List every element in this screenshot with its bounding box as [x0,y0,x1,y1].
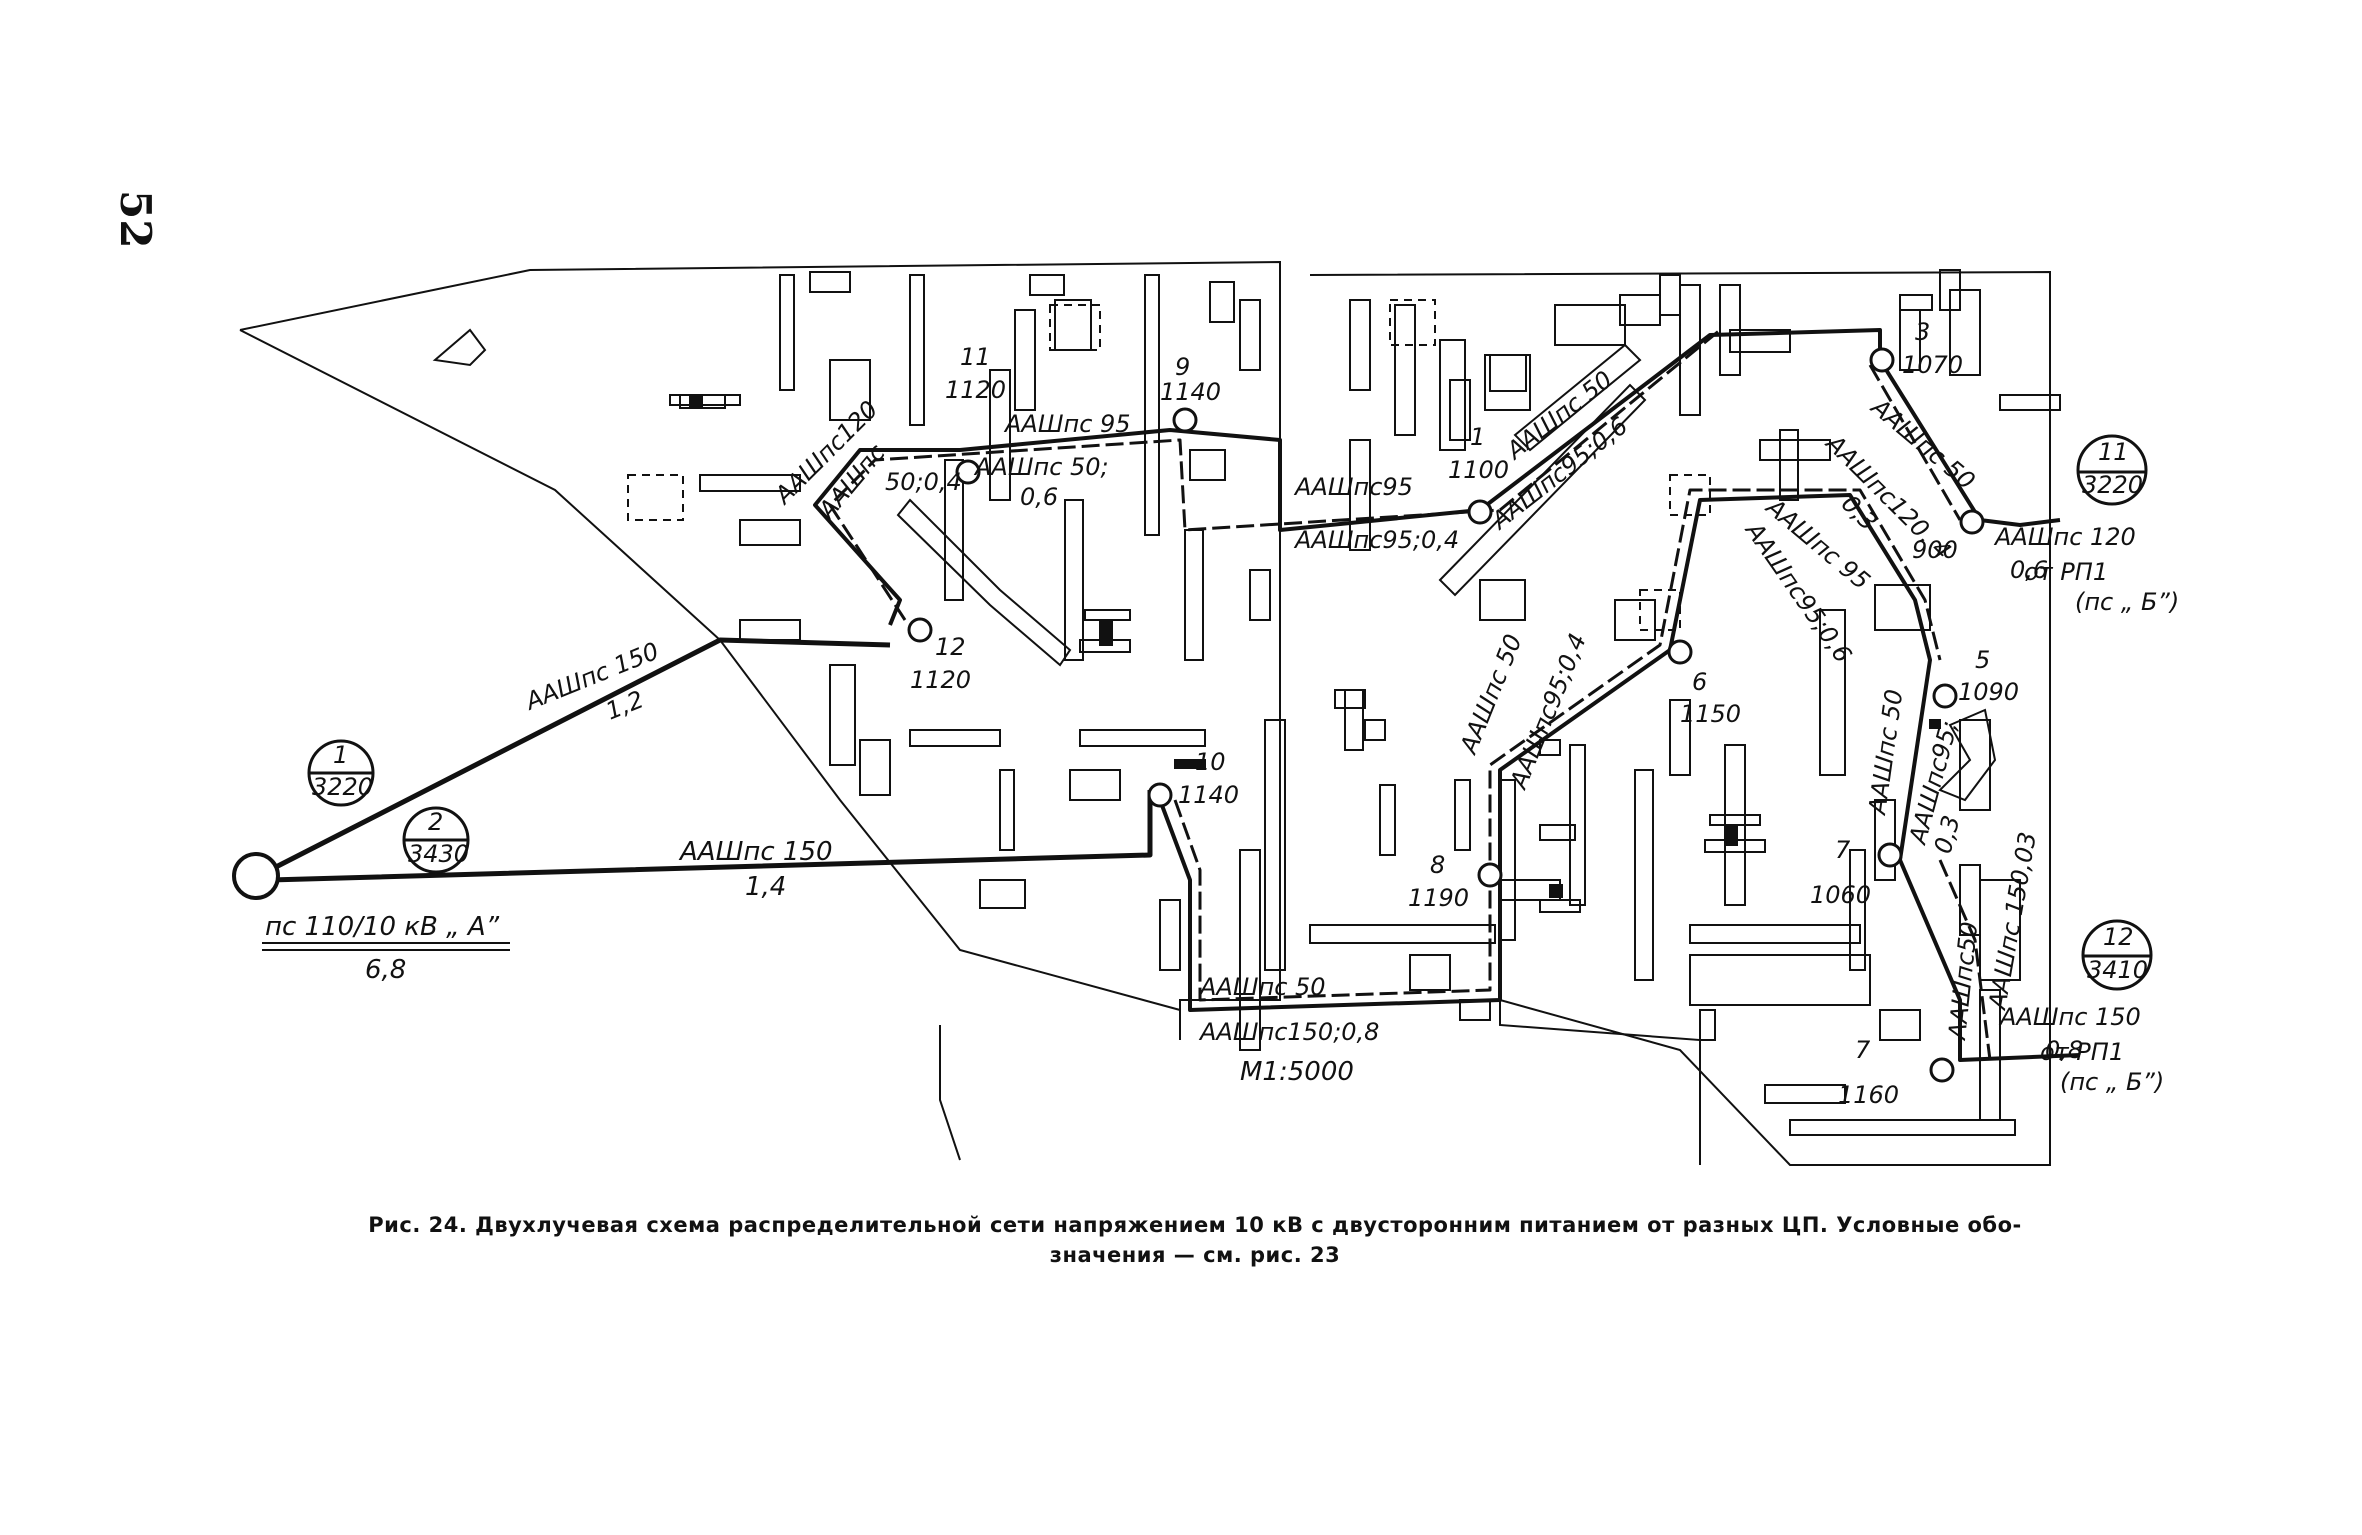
cable-label: ААШпс95;0,4 [1293,526,1459,554]
cable-label: ААШпс50 [1943,920,1983,1042]
caption-line: значения — см. рис. 23 [1049,1243,1341,1267]
cable-label: 0,6 [1020,483,1058,511]
node-value: 1140 [1178,781,1239,809]
node-value: 1070 [1902,351,1963,379]
cable-label: ААШпс 50 [1198,973,1326,1001]
feeder-value: 3220 [2082,471,2143,499]
cable-routes [268,328,2081,1062]
node-id: 12 [935,633,966,661]
feeder-value: 3410 [2087,956,2148,984]
figure-caption: Рис. 24. Двухлучевая схема распределител… [230,1210,2160,1270]
cable-label: ААШпс 150 [1998,1003,2141,1031]
cable-label: ААШпс150;0,8 [1198,1018,1379,1046]
node-id: 5 [1975,646,1990,674]
feeder-id: 12 [2103,923,2134,951]
node-id: 1 [1470,423,1485,451]
cable-label: 0,8 [2045,1036,2083,1064]
external-supply-label: от РП1 [2040,1038,2124,1066]
cable-label: ААШпс 50 [1454,630,1528,759]
node-id: 7 [1835,836,1851,864]
caption-line: Рис. 24. Двухлучевая схема распределител… [368,1213,2022,1237]
cable-label: ААШпс 150 [678,837,833,867]
cable-label: ААШпс 150,03 [1983,830,2042,1013]
node-value: 1090 [1958,678,2019,706]
node-id: 10 [1195,748,1226,776]
node-value: 1140 [1160,378,1221,406]
cable-label: 1,4 [745,872,786,902]
external-supply-sub: (пс „ Б”) [2060,1068,2164,1096]
node-value: 1150 [1680,700,1741,728]
node-id: 3 [1915,318,1930,346]
cable-label: 900 [1912,536,1958,564]
cable-label: ААШпс95 [1293,473,1413,501]
node-value: 1100 [1448,456,1509,484]
cable-label: ААШпс 95 [1003,410,1131,438]
source-substation-value: 6,8 [365,955,406,985]
feeder-circles [307,434,2153,991]
feeder-id: 1 [333,741,348,769]
cable-label: ААШпс 120 [1993,523,2136,551]
cable-label: 0,6 [2010,556,2048,584]
feeder-value: 3220 [312,773,373,801]
node-id: 8 [1430,851,1445,879]
node-id: 6 [1692,668,1707,696]
source-substation-name: пс 110/10 кВ „ А” [265,912,500,942]
node-value: 1190 [1408,884,1469,912]
scale-label: М1:5000 [1240,1057,1354,1087]
feeder-value: 3430 [408,840,469,868]
node-id: 7 [1855,1036,1871,1064]
external-supply-label: от РП1 [2024,558,2108,586]
cable-label: ААШпс 50; [973,453,1109,481]
feeder-id: 2 [428,808,443,836]
external-supply-sub: (пс „ Б”) [2075,588,2179,616]
cable-label: 50;0,4 [885,468,962,496]
labels: пс 110/10 кВ „ А” 6,8 1 3220 2 3430 11 3… [262,318,2179,1109]
node-value: 1060 [1810,881,1871,909]
transformer-nodes [232,347,1985,1083]
node-value: 1160 [1838,1081,1899,1109]
node-id: 11 [960,343,991,371]
node-value: 1120 [910,666,971,694]
cable-label: 1,2 [602,685,648,725]
buildings [432,269,2061,1136]
cable-label: ААШпс 50 [1863,688,1908,818]
node-id: 9 [1175,353,1190,381]
node-value: 1120 [945,376,1006,404]
feeder-id: 11 [2098,438,2129,466]
